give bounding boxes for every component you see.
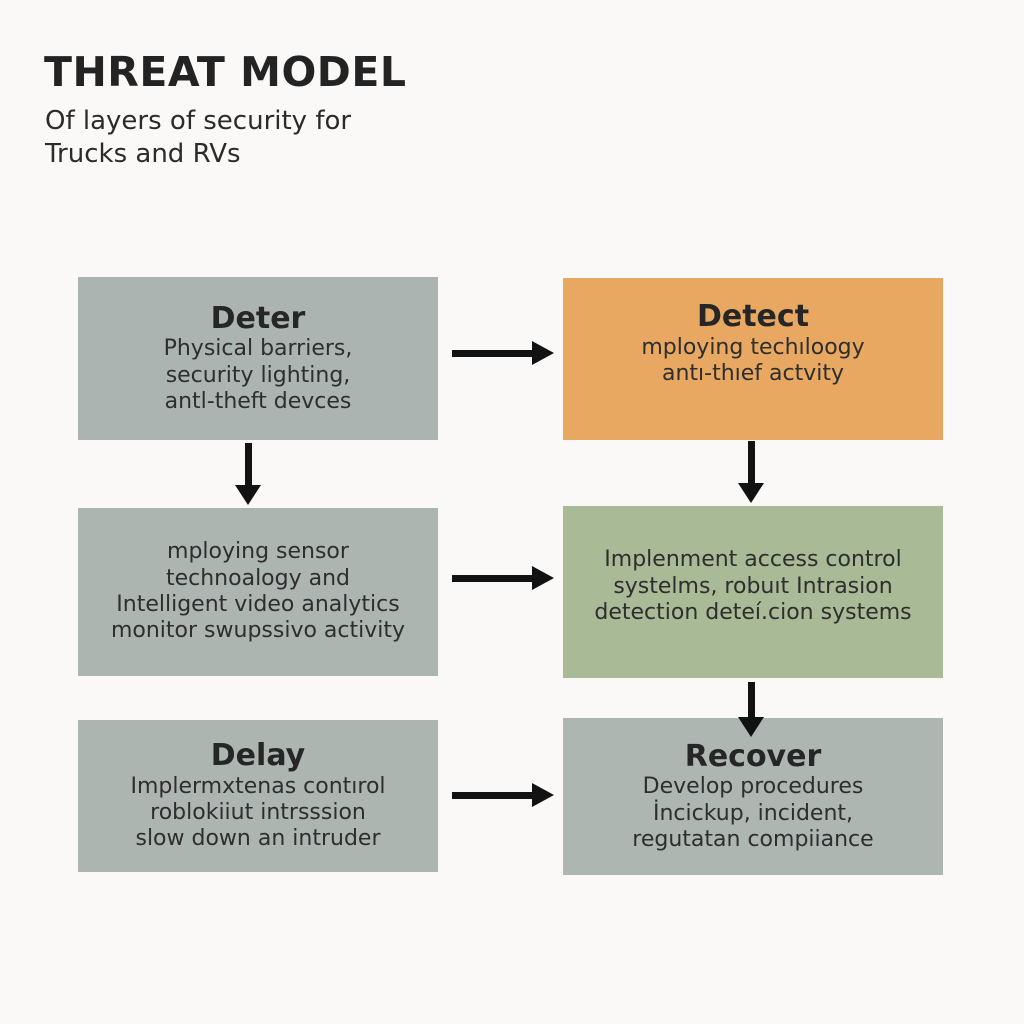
- arrow-right-head-icon: [532, 783, 554, 807]
- box-access-line-2: systelms, robuıt Intrasion: [613, 573, 893, 599]
- box-sensor-line-3: Intelligent video analytics: [116, 592, 400, 617]
- page-subtitle: Of layers of security for Trucks and RVs: [45, 105, 351, 170]
- arrow-shaft: [747, 682, 755, 717]
- arrow-delay-to-recover: [452, 783, 554, 807]
- arrow-deter-to-detect: [452, 341, 554, 365]
- box-delay-title: Delay: [210, 738, 306, 774]
- box-delay: Delay Implermxtenas contırol roblokiiut …: [78, 720, 438, 872]
- box-sensor-line-4: monitor swupssivo activity: [110, 618, 406, 644]
- arrow-access-to-recover: [738, 682, 764, 737]
- arrow-shaft: [747, 441, 755, 483]
- box-recover: Recover Develop procedures İncickup, inc…: [563, 718, 943, 875]
- box-recover-line-1: Develop procedures: [642, 774, 864, 800]
- box-deter: Deter Physical barriers, security lighti…: [78, 277, 438, 440]
- box-recover-line-2: İncickup, incident,: [652, 800, 854, 826]
- box-delay-line-1: Implermxtenas contırol: [130, 773, 386, 799]
- arrow-down-head-icon: [235, 485, 261, 505]
- arrow-down-head-icon: [738, 717, 764, 737]
- arrow-sensor-to-access: [452, 566, 554, 590]
- arrow-shaft: [244, 443, 252, 485]
- box-delay-line-3: slow down an intruder: [135, 826, 381, 852]
- box-sensor-line-2: technoalogy and: [165, 565, 351, 591]
- box-sensor-line-1: mploying sensor: [167, 539, 349, 565]
- box-detect-line-1: mploying techıloogy: [641, 334, 865, 360]
- arrow-shaft: [452, 349, 532, 357]
- box-deter-line-1: Physical barriers,: [163, 336, 353, 362]
- arrow-right-head-icon: [532, 566, 554, 590]
- arrow-detect-to-access: [738, 441, 764, 503]
- box-detect-title: Detect: [696, 299, 810, 335]
- box-detect-line-2: antı-thıef actvity: [661, 361, 845, 387]
- arrow-right-head-icon: [532, 341, 554, 365]
- page-subtitle-line-1: Of layers of security for: [45, 106, 352, 136]
- box-delay-line-2: roblokiiut intrsssion: [150, 800, 366, 826]
- box-sensor-technology: mploying sensor technoalogy and Intellig…: [78, 508, 438, 676]
- box-access-control: Implenment access control systelms, robu…: [563, 506, 943, 678]
- box-access-line-1: Implenment access control: [604, 547, 902, 573]
- box-deter-line-3: antl-theft devces: [164, 388, 352, 414]
- page-subtitle-line-2: Trucks and RVs: [45, 138, 241, 169]
- arrow-shaft: [452, 574, 532, 582]
- box-deter-title: Deter: [210, 300, 306, 336]
- box-deter-line-2: security lighting,: [165, 362, 351, 388]
- arrow-deter-to-sensor: [235, 443, 261, 505]
- box-access-line-3: detection deteí.cion systems: [594, 600, 912, 626]
- arrow-shaft: [452, 791, 532, 799]
- page-title: THREAT MODEL: [44, 48, 407, 96]
- box-recover-title: Recover: [684, 738, 822, 774]
- arrow-down-head-icon: [738, 483, 764, 503]
- box-recover-line-3: regutatan compiiance: [632, 826, 874, 852]
- box-detect: Detect mploying techıloogy antı-thıef ac…: [563, 278, 943, 440]
